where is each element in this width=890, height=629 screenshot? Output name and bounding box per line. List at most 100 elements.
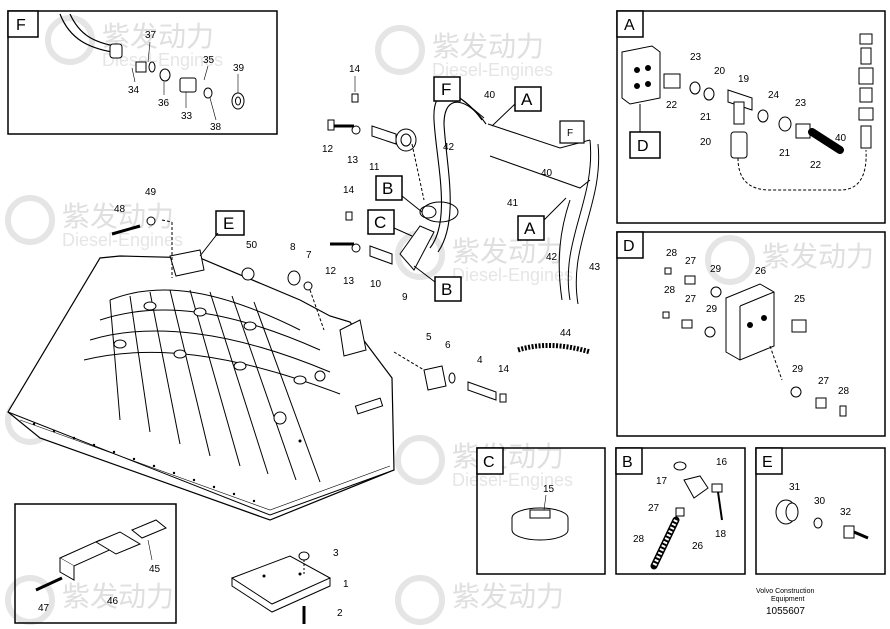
callout-47: 47 (38, 603, 50, 614)
callout-25: 25 (794, 294, 806, 305)
panel-b-label: B (622, 454, 633, 471)
callout-10: 10 (370, 279, 382, 290)
callout-28: 28 (666, 248, 678, 259)
callout-32: 32 (840, 507, 852, 518)
callout-40: 40 (835, 133, 847, 144)
flag-a-top (514, 86, 542, 112)
callout-3: 3 (333, 548, 339, 559)
detail-panel-d: D 28 27 29 26 28 27 29 25 29 27 28 (616, 231, 886, 437)
watermark-text-cn: 紫发动力 (452, 580, 564, 613)
callout-34: 34 (128, 85, 140, 96)
callout-29b: 29 (706, 304, 718, 315)
main-flag-labels: F A F A B C B E (199, 76, 585, 302)
watermark-text-cn: 紫发动力 (452, 440, 564, 473)
callout-30: 30 (814, 496, 826, 507)
callout-12b: 12 (325, 266, 337, 277)
callout-26: 26 (755, 266, 767, 277)
detail-panel-b: B 17 16 27 28 26 18 (615, 447, 746, 575)
callout-40: 40 (484, 90, 496, 101)
panel-c-label: C (483, 454, 495, 471)
panel-d-label: D (623, 238, 635, 255)
detail-panel-f: F 37 34 36 35 33 39 38 (7, 10, 278, 135)
flag-b-bottom-text: B (441, 280, 452, 299)
callout-27: 27 (685, 256, 697, 267)
callout-13: 13 (347, 155, 359, 166)
callout-6: 6 (445, 340, 451, 351)
callout-28d: 28 (633, 534, 645, 545)
callout-9: 9 (402, 292, 408, 303)
callout-20: 20 (714, 66, 726, 77)
watermark-text-cn: 紫发动力 (432, 30, 544, 63)
flag-e-main (215, 210, 245, 236)
callout-45: 45 (149, 564, 161, 575)
callout-49: 49 (145, 187, 157, 198)
callout-8: 8 (290, 242, 296, 253)
footer-company: Volvo Construction (756, 588, 814, 595)
detail-panel-e: E 31 30 32 (755, 447, 886, 575)
watermark-text-en: Diesel-Engines (432, 60, 553, 80)
callout-20b: 20 (700, 137, 712, 148)
watermark-text-en: Diesel-Engines (452, 470, 573, 490)
detail-panel-c: C 15 (476, 447, 606, 575)
callout-14b: 14 (343, 185, 355, 196)
flag-b-top (375, 175, 403, 201)
panel-f-label: F (16, 17, 26, 34)
watermark-text-en: Diesel-Engines (452, 265, 573, 285)
flag-b-top-text: B (382, 179, 393, 198)
callout-5: 5 (426, 332, 432, 343)
watermark-text-cn: 紫发动力 (452, 235, 564, 268)
watermark-text-en: Diesel-Engines (62, 230, 183, 250)
callout-4: 4 (477, 355, 483, 366)
callout-23: 23 (690, 52, 702, 63)
callout-12: 12 (322, 144, 334, 155)
watermark-text-cn: 紫发动力 (762, 240, 874, 273)
watermark-layer: 紫发动力 Diesel-Engines 紫发动力 Diesel-Engines … (5, 15, 874, 625)
flag-b-bottom (434, 276, 462, 302)
callout-35: 35 (203, 55, 215, 66)
callout-40b: 40 (541, 168, 553, 179)
flag-f-small-text: F (567, 128, 573, 139)
panel-a-label: A (624, 17, 635, 34)
callout-33: 33 (181, 111, 193, 122)
watermark-text-cn: 紫发动力 (62, 200, 174, 233)
callout-42: 42 (443, 142, 455, 153)
callout-21b: 21 (779, 148, 791, 159)
flag-f-main-text: F (441, 80, 451, 99)
callout-36: 36 (158, 98, 170, 109)
callout-27c: 27 (818, 376, 830, 387)
flag-a-top-text: A (521, 90, 533, 109)
callout-14c: 14 (498, 364, 510, 375)
callout-31: 31 (789, 482, 801, 493)
callout-15: 15 (543, 484, 555, 495)
callout-13b: 13 (343, 276, 355, 287)
callout-46: 46 (107, 596, 119, 607)
callout-11: 11 (369, 162, 380, 173)
callout-38: 38 (210, 122, 222, 133)
main-callouts: 14 12 13 11 40 42 40 41 14 12 13 10 9 8 … (114, 64, 601, 619)
callout-29: 29 (710, 264, 722, 275)
watermark-text-en: Diesel-Engines (102, 50, 223, 70)
callout-24: 24 (768, 90, 780, 101)
bucket-assembly (7, 222, 395, 521)
footer-ref: 1055607 (766, 606, 805, 617)
edge-bolt-row (32, 422, 256, 503)
callout-2: 2 (337, 608, 343, 619)
callout-43: 43 (589, 262, 601, 273)
flag-a-bottom-text: A (524, 219, 536, 238)
callout-28b: 28 (664, 285, 676, 296)
callout-23b: 23 (795, 98, 807, 109)
callout-7: 7 (306, 250, 312, 261)
callout-17: 17 (656, 476, 668, 487)
callout-29c: 29 (792, 364, 804, 375)
flag-f-main (433, 76, 461, 102)
detail-panel-a: A D 23 22 20 21 19 24 23 21 (616, 10, 886, 224)
callout-22: 22 (666, 100, 678, 111)
flag-c-main-text: C (374, 213, 386, 232)
callout-21: 21 (700, 112, 712, 123)
footer-company2: Equipment (771, 596, 805, 603)
callout-28c: 28 (838, 386, 850, 397)
watermark-text-cn: 紫发动力 (62, 580, 174, 613)
callout-16: 16 (716, 457, 728, 468)
panel-e-label: E (762, 454, 773, 471)
